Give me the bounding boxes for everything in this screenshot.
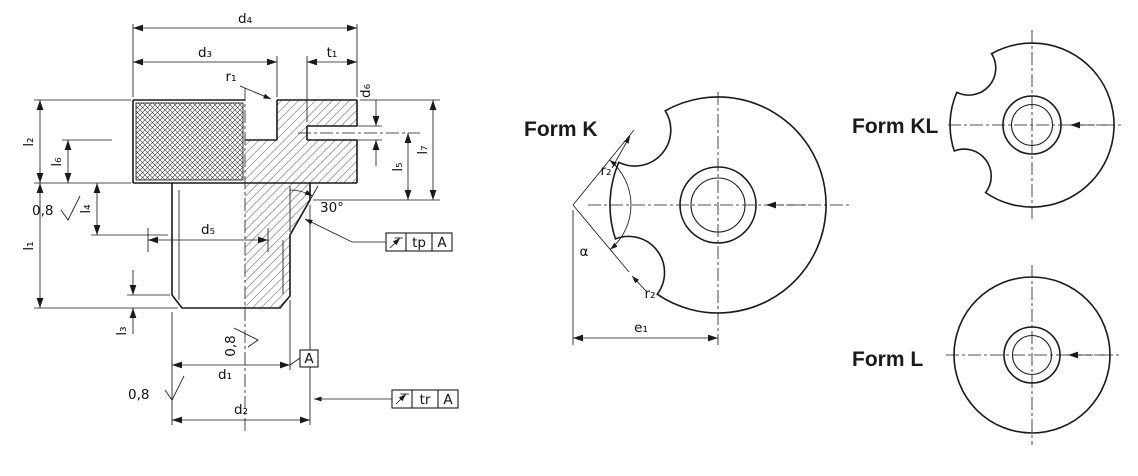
r2-lower-leader [631,275,647,292]
form-kl-title: Form KL [852,115,939,138]
form-k-title: Form K [524,118,598,141]
runout-frame-tp: tp A [385,232,453,252]
dim-label-alpha: α [580,244,589,260]
datum-label: A [304,351,314,367]
roughness-value-lower: 0,8 [128,387,149,403]
roughness-value-upper: 0,8 [32,203,53,219]
dim-label-d6: d₆ [358,84,374,98]
runout-arrow-icon [395,393,407,405]
roughness-symbols [60,195,259,401]
section-hatching [136,100,357,308]
tp-datum-label: A [437,235,447,251]
roughness-check-icon [164,375,185,401]
dim-label-r1: r₁ [226,69,237,85]
runout-arrow-icon [389,237,401,249]
roughness-check-icon [233,327,259,348]
dim-label-d5: d₅ [201,222,215,238]
form-k-bore-inner [690,177,746,233]
dim-label-r2-lower: r₂ [645,286,656,302]
tr-label: tr [420,392,431,408]
form-l-outline [953,276,1111,434]
tr-datum-label: A [443,392,453,408]
roughness-check-icon [60,195,81,221]
r1-leader [239,85,272,100]
form-k-dimensions [572,129,806,345]
dim-label-l5: l₅ [390,162,406,171]
dim-label-d1: d₁ [218,367,232,383]
dim-label-d3: d₃ [198,45,212,61]
form-kl-centerlines [948,30,1124,222]
form-l-title: Form L [852,348,923,371]
form-l-bore-outer [1003,326,1061,384]
dim-label-l2: l₂ [21,137,37,146]
dim-label-d2: d₂ [234,402,248,418]
form-k-view: Form K r₂ r₂ α e₁ [524,92,852,345]
tp-leader [304,218,386,243]
form-l-centerlines [946,265,1122,445]
form-l-bore-inner [1011,334,1053,376]
tp-label: tp [412,235,426,251]
dim-label-l7: l₇ [415,145,431,154]
dim-label-cone-angle: 30° [320,200,344,216]
dim-label-l3: l₃ [114,326,130,335]
form-kl-bore-inner [1010,103,1054,147]
dim-label-l4: l₄ [78,204,94,213]
knurl-pattern [136,103,243,180]
dim-label-l1: l₁ [21,241,37,250]
dim-label-d4: d₄ [238,11,252,27]
roughness-value-thread: 0,8 [223,335,239,356]
dim-label-r2-upper: r₂ [601,163,612,179]
runout-frame-tr: tr A [391,389,459,409]
form-l-view: Form L [852,265,1122,445]
dim-label-l6: l₆ [49,157,65,166]
centerlines [244,88,420,432]
form-kl-bore-outer [1002,95,1062,155]
dim-label-t1: t₁ [327,45,338,61]
thread-lines [178,190,284,300]
dim-label-e1: e₁ [634,320,648,336]
form-k-outline [609,96,827,314]
form-kl-view: Form KL [852,30,1124,222]
form-kl-outline [949,42,1115,208]
form-k-bore-outer [679,166,757,244]
dimension-lines [36,24,437,424]
datum-box: A [299,349,319,368]
form-k-centerlines [588,92,852,345]
r2-upper-leader [611,135,631,169]
section-view: tp A tr A A d₄ d₃ t₁ r₁ d₆ l₇ l₅ l₂ l₆ l… [21,11,459,432]
